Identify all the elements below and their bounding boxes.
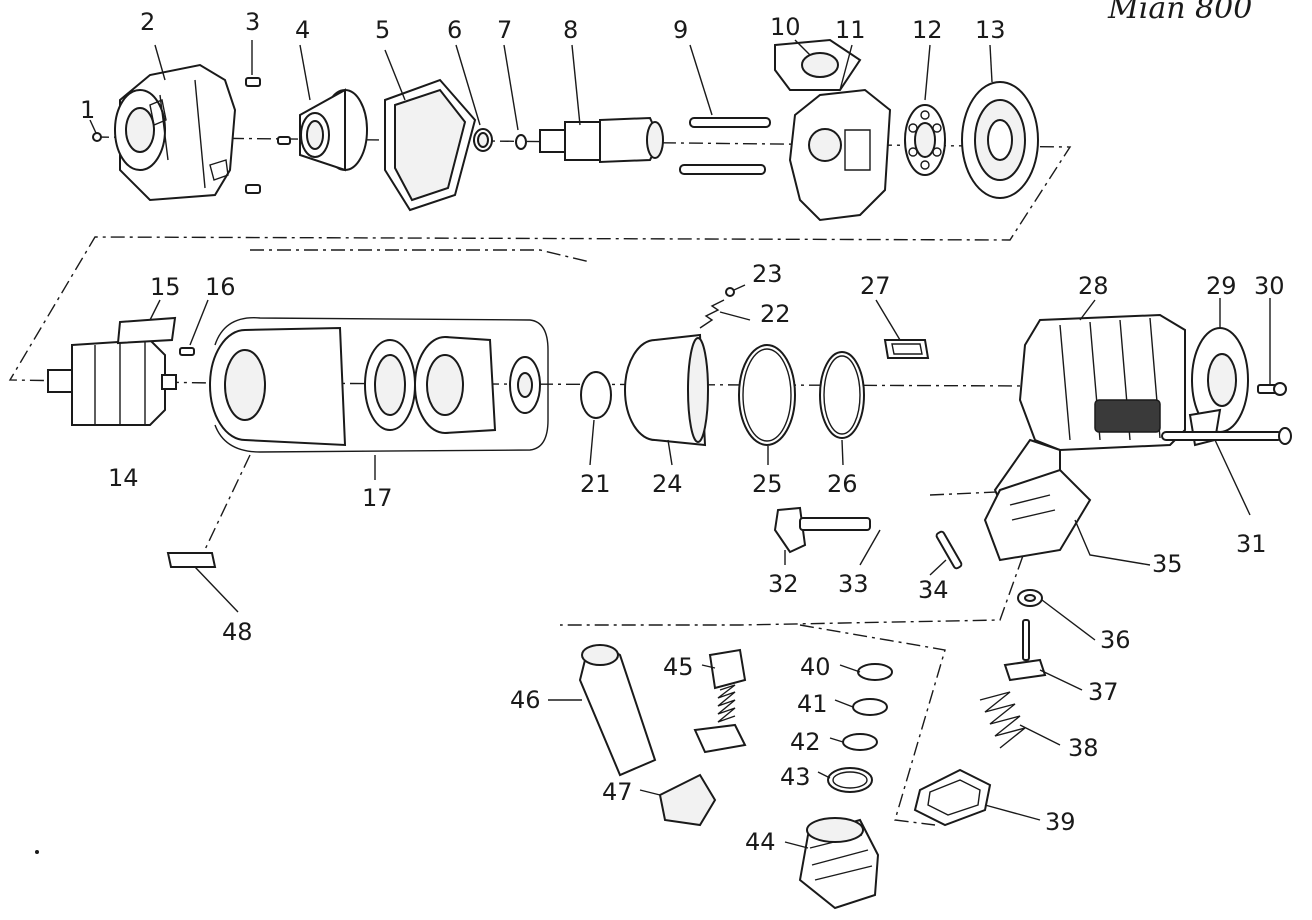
label-37: 37	[1088, 678, 1119, 706]
assembly-guide-lines	[8, 136, 1072, 826]
label-12: 12	[912, 16, 943, 44]
label-39: 39	[1045, 808, 1076, 836]
part-37-valve-stem	[1003, 619, 1047, 682]
leader-lines	[89, 39, 1271, 849]
label-27: 27	[860, 272, 891, 300]
label-38: 38	[1068, 734, 1099, 762]
part-27-label-plate	[883, 339, 930, 359]
part-28-motor-housing	[983, 313, 1186, 562]
label-11: 11	[835, 16, 866, 44]
label-13: 13	[975, 16, 1006, 44]
label-2: 2	[140, 8, 155, 36]
label-47: 47	[602, 778, 633, 806]
part-30-screw	[1257, 382, 1287, 396]
label-23: 23	[752, 260, 783, 288]
label-34: 34	[918, 576, 949, 604]
label-28: 28	[1078, 272, 1109, 300]
label-21: 21	[580, 470, 611, 498]
label-17: 17	[362, 484, 393, 512]
part-6-ring	[473, 128, 493, 152]
part-38-spring	[979, 691, 1026, 749]
part-1-ball	[92, 132, 102, 142]
part-45-valve-spindle	[693, 648, 747, 754]
part-21-ring	[580, 371, 612, 419]
part-12-bearing	[904, 104, 946, 176]
part-44-air-inlet	[798, 817, 880, 910]
label-10: 10	[770, 13, 801, 41]
part-15-blade	[116, 316, 177, 345]
part-5-gasket	[384, 78, 477, 212]
part-3-screw	[245, 77, 291, 194]
label-48: 48	[222, 618, 253, 646]
label-29: 29	[1206, 272, 1237, 300]
part-16-pin	[179, 347, 195, 356]
label-1: 1	[80, 96, 95, 124]
label-16: 16	[205, 273, 236, 301]
part-number-labels: 1 2 3 4 5 6 7 8 9 10 11 12 13 14 15 16 1…	[80, 8, 1285, 856]
label-33: 33	[838, 570, 869, 598]
part-36-washer	[1017, 589, 1043, 607]
label-15: 15	[150, 273, 181, 301]
label-8: 8	[563, 16, 578, 44]
label-14: 14	[108, 464, 139, 492]
part-43-ring	[827, 767, 873, 793]
label-36: 36	[1100, 626, 1131, 654]
part-22-spring	[699, 299, 725, 329]
label-22: 22	[760, 300, 791, 328]
label-5: 5	[375, 16, 390, 44]
part-41-ring	[852, 698, 888, 716]
label-35: 35	[1152, 550, 1183, 578]
part-9-pins	[679, 117, 771, 175]
corner-note: Mian 800	[1107, 0, 1252, 26]
label-44: 44	[745, 828, 776, 856]
label-43: 43	[780, 763, 811, 791]
part-48-plate	[166, 552, 217, 568]
label-25: 25	[752, 470, 783, 498]
label-32: 32	[768, 570, 799, 598]
part-26-o-ring	[819, 351, 865, 439]
part-4-bushing	[299, 88, 368, 172]
label-46: 46	[510, 686, 541, 714]
part-47-pad	[658, 773, 717, 827]
part-40-ring	[857, 663, 893, 681]
label-4: 4	[295, 16, 310, 44]
label-6: 6	[447, 16, 462, 44]
label-31: 31	[1236, 530, 1267, 558]
label-3: 3	[245, 8, 260, 36]
part-32-trigger	[773, 506, 871, 554]
part-11-hammer-cage	[788, 88, 892, 222]
part-2-anvil-housing	[114, 63, 237, 202]
part-29-reverse-knob	[1188, 327, 1249, 447]
part-8-anvil-shaft	[539, 116, 664, 164]
part-14-rotor	[47, 338, 177, 426]
label-9: 9	[673, 16, 688, 44]
part-31-long-bolt	[1161, 427, 1292, 445]
label-40: 40	[800, 653, 831, 681]
label-41: 41	[797, 690, 828, 718]
part-24-rear-plate	[624, 333, 709, 447]
label-24: 24	[652, 470, 683, 498]
part-39-valve-cap	[913, 768, 992, 827]
label-30: 30	[1254, 272, 1285, 300]
label-26: 26	[827, 470, 858, 498]
stray-dot	[35, 850, 39, 854]
part-34-pin	[935, 530, 963, 570]
part-46-grip	[578, 644, 657, 777]
label-7: 7	[497, 16, 512, 44]
part-10-hammer-upper	[774, 38, 862, 91]
label-42: 42	[790, 728, 821, 756]
part-25-o-ring	[738, 344, 796, 446]
label-45: 45	[663, 653, 694, 681]
part-23-ball	[725, 287, 735, 297]
part-42-ring	[842, 733, 878, 751]
part-7-clip	[515, 134, 527, 150]
part-13-end-plate	[961, 81, 1039, 199]
part-17-cylinder-set	[209, 317, 549, 453]
